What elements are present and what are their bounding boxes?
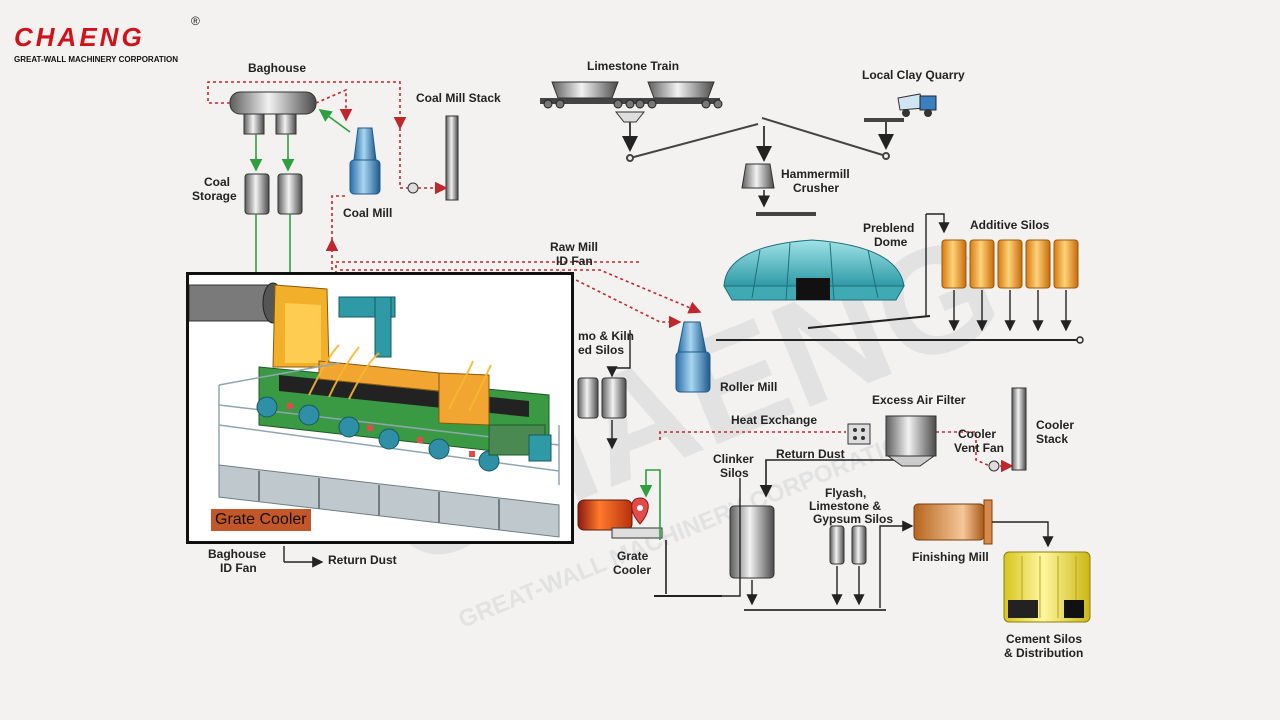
label-excess-air-filter: Excess Air Filter bbox=[872, 393, 966, 407]
label-limestone-train: Limestone Train bbox=[587, 59, 679, 73]
label-coal-storage-2: Storage bbox=[192, 189, 237, 203]
baghouse-unit bbox=[229, 91, 317, 135]
clinker-silos bbox=[722, 478, 775, 606]
label-cooler-vent-fan-1: Cooler bbox=[958, 427, 996, 441]
label-baghouse-fan-2: ID Fan bbox=[220, 561, 257, 575]
additive-feed-lines bbox=[716, 213, 1084, 344]
label-finishing-mill: Finishing Mill bbox=[912, 550, 989, 564]
brand-subtitle: GREAT-WALL MACHINERY CORPORATION bbox=[14, 55, 178, 64]
label-local-clay-quarry: Local Clay Quarry bbox=[862, 68, 965, 82]
cooler-stack bbox=[988, 387, 1027, 472]
label-heat-exchange: Heat Exchange bbox=[731, 413, 817, 427]
grate-cooler-illustration bbox=[189, 275, 571, 541]
preblend-dome bbox=[723, 239, 905, 301]
air-flow-lines-top bbox=[249, 109, 351, 272]
label-return-dust-lower: Return Dust bbox=[328, 553, 397, 567]
flyash-gypsum-silos bbox=[744, 520, 914, 611]
label-cooler-stack-2: Stack bbox=[1036, 432, 1068, 446]
registered-mark: ® bbox=[191, 14, 200, 28]
label-feed-silos-2: ed Silos bbox=[578, 343, 624, 357]
bottom-left-lines bbox=[283, 546, 324, 568]
coal-mill bbox=[349, 127, 381, 195]
kiln-grate-cooler bbox=[577, 497, 663, 539]
conveyors-top bbox=[622, 117, 894, 162]
label-flyash-2: Limestone & bbox=[809, 499, 881, 513]
label-cooler-stack-1: Cooler bbox=[1036, 418, 1074, 432]
label-grate-cooler-1: Grate bbox=[617, 549, 649, 563]
additive-silos bbox=[941, 239, 1079, 289]
cooler-air-lines bbox=[639, 431, 1014, 597]
brand-name: CHAENG bbox=[14, 22, 145, 52]
roller-mill bbox=[675, 321, 711, 393]
coal-mill-stack bbox=[407, 115, 459, 201]
label-raw-mill-fan-1: Raw Mill bbox=[550, 240, 598, 254]
label-additive-silos: Additive Silos bbox=[970, 218, 1050, 232]
label-hammermill-1: Hammermill bbox=[781, 167, 850, 181]
inset-caption: Grate Cooler bbox=[211, 509, 311, 531]
label-coal-storage-1: Coal bbox=[204, 175, 230, 189]
label-coal-mill: Coal Mill bbox=[343, 206, 392, 220]
label-grate-cooler-2: Cooler bbox=[613, 563, 651, 577]
brand-logo: CHAENG ® GREAT-WALL MACHINERY CORPORATIO… bbox=[14, 14, 200, 64]
kiln-feed-silos bbox=[577, 330, 631, 450]
label-raw-mill-fan-2: ID Fan bbox=[556, 254, 593, 268]
clay-quarry-truck bbox=[864, 93, 937, 122]
label-coal-mill-stack: Coal Mill Stack bbox=[416, 91, 501, 105]
finishing-mill bbox=[913, 499, 1054, 548]
label-hammermill-2: Crusher bbox=[793, 181, 839, 195]
label-flyash-3: Gypsum Silos bbox=[813, 512, 893, 526]
label-cement-silos-1: Cement Silos bbox=[1006, 632, 1082, 646]
label-cooler-vent-fan-2: Vent Fan bbox=[954, 441, 1004, 455]
label-preblend-2: Dome bbox=[874, 235, 908, 249]
label-cement-silos-2: & Distribution bbox=[1004, 646, 1083, 660]
label-baghouse-fan-1: Baghouse bbox=[208, 547, 266, 561]
hammermill-crusher bbox=[741, 163, 816, 216]
heat-exchanger bbox=[847, 423, 871, 445]
gas-flow-lines-top bbox=[207, 81, 448, 270]
label-clinker-silos-2: Silos bbox=[720, 466, 749, 480]
label-clinker-silos-1: Clinker bbox=[713, 452, 754, 466]
coal-storage-silos bbox=[244, 173, 303, 215]
cement-silos bbox=[1003, 551, 1091, 623]
label-roller-mill: Roller Mill bbox=[720, 380, 777, 394]
grate-cooler-inset: Grate Cooler bbox=[186, 272, 574, 544]
raw-mill-gas-lines bbox=[335, 261, 702, 329]
label-return-dust-upper: Return Dust bbox=[776, 447, 845, 461]
label-preblend-1: Preblend bbox=[863, 221, 914, 235]
excess-air-filter bbox=[885, 415, 937, 467]
label-feed-silos-1: mo & Kiln bbox=[578, 329, 634, 343]
label-flyash-1: Flyash, bbox=[825, 486, 866, 500]
label-baghouse: Baghouse bbox=[248, 61, 306, 75]
limestone-train bbox=[540, 81, 723, 123]
